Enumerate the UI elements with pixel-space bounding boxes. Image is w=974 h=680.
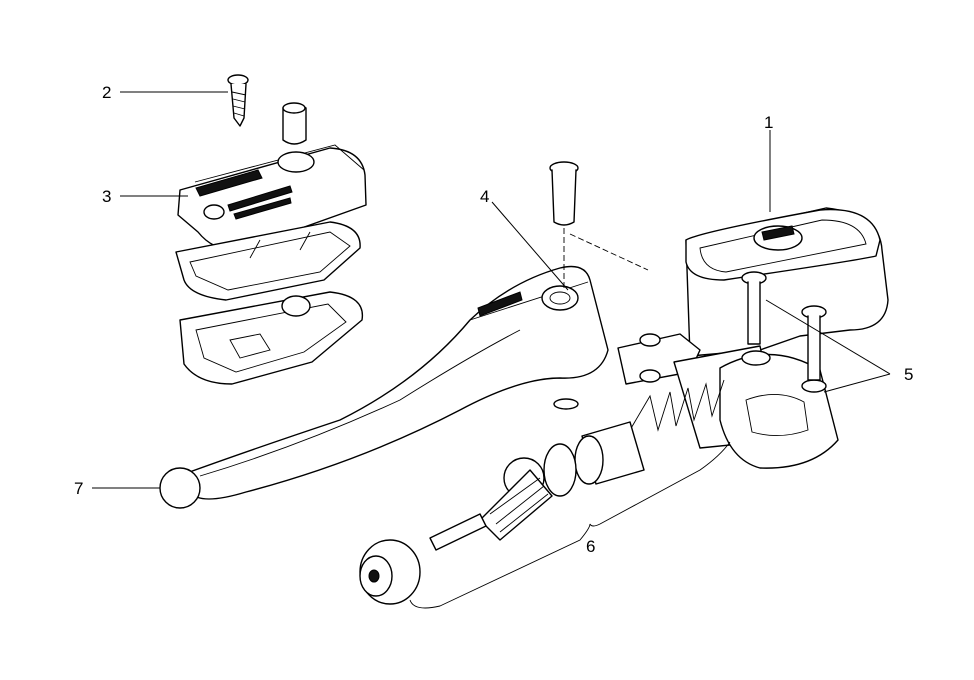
master-cylinder-body-part bbox=[617, 207, 889, 469]
callout-7-label: 7 bbox=[74, 479, 83, 498]
leader-lines bbox=[92, 91, 891, 489]
callout-6-label: 6 bbox=[586, 537, 595, 556]
callout-2-label: 2 bbox=[102, 83, 111, 102]
callout-5-label: 5 bbox=[904, 365, 913, 384]
brake-lever-part bbox=[159, 265, 609, 509]
callout-4-label: 4 bbox=[480, 187, 489, 206]
callout-3-label: 3 bbox=[102, 187, 111, 206]
screw-part bbox=[227, 74, 249, 127]
clamp-screws-part bbox=[741, 271, 827, 381]
lever-pivot-pin-part bbox=[549, 161, 649, 410]
reservoir-cover-part bbox=[175, 102, 367, 385]
callout-1-label: 1 bbox=[764, 113, 773, 132]
piston-kit-part bbox=[359, 379, 731, 609]
